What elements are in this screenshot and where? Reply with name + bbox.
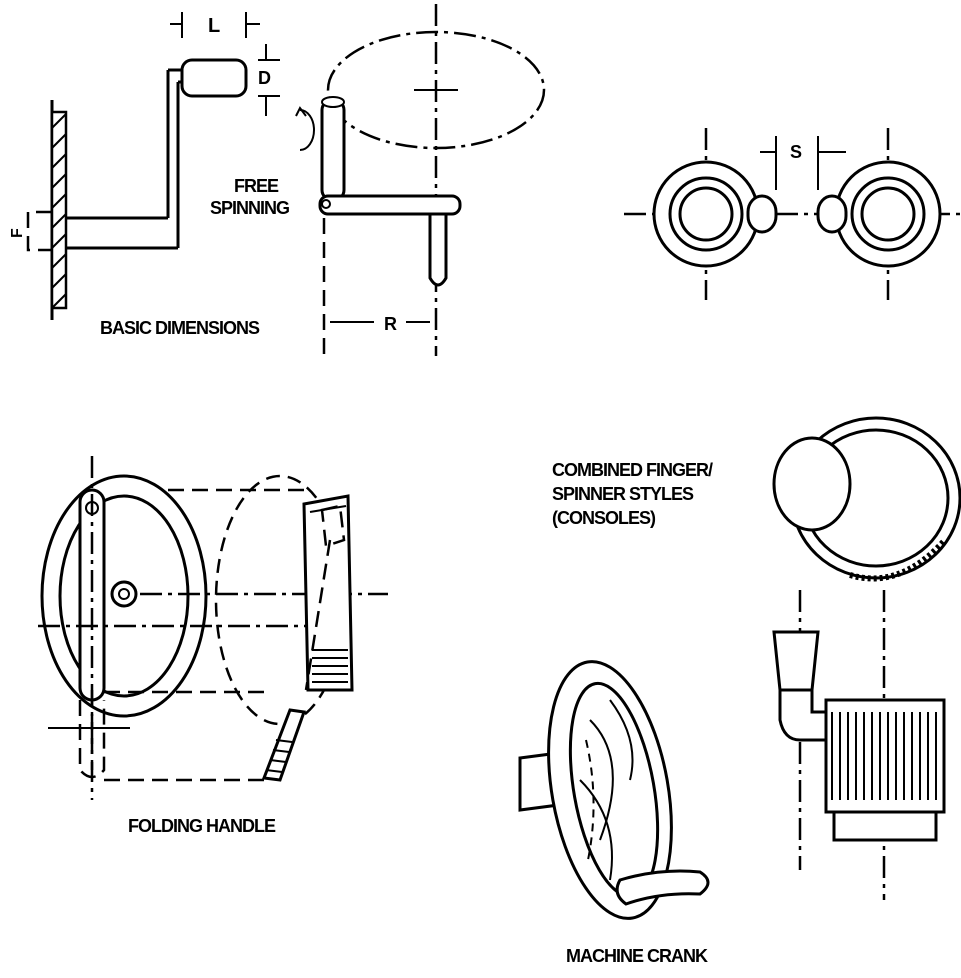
label-combined-3: (CONSOLES) [552,508,656,528]
label-folding-handle: FOLDING HANDLE [128,816,276,836]
label-spinning: SPINNING [210,198,289,218]
free-spinning-figure: R FREE SPINNING [210,4,546,356]
dim-d-label: D [258,68,271,88]
label-basic-dimensions: BASIC DIMENSIONS [100,318,260,338]
label-machine-crank: MACHINE CRANK [566,946,708,966]
label-free: FREE [234,176,279,196]
machine-crank-figure: MACHINE CRANK [518,660,710,966]
folding-handle-figure: FOLDING HANDLE [38,456,388,836]
label-combined-2: SPINNER STYLES [552,484,694,504]
dim-l-label: L [208,15,220,37]
dim-f-label: F [9,228,26,238]
basic-dimensions-figure: L D F BASIC DIMENSIONS [9,12,280,338]
combined-finger-spinner-figure: COMBINED FINGER/ SPINNER STYLES (CONSOLE… [552,416,961,900]
dim-s-label: S [790,142,802,162]
spacing-figure: S [624,128,960,300]
label-combined-1: COMBINED FINGER/ [552,460,713,480]
dim-r-label: R [384,314,397,334]
